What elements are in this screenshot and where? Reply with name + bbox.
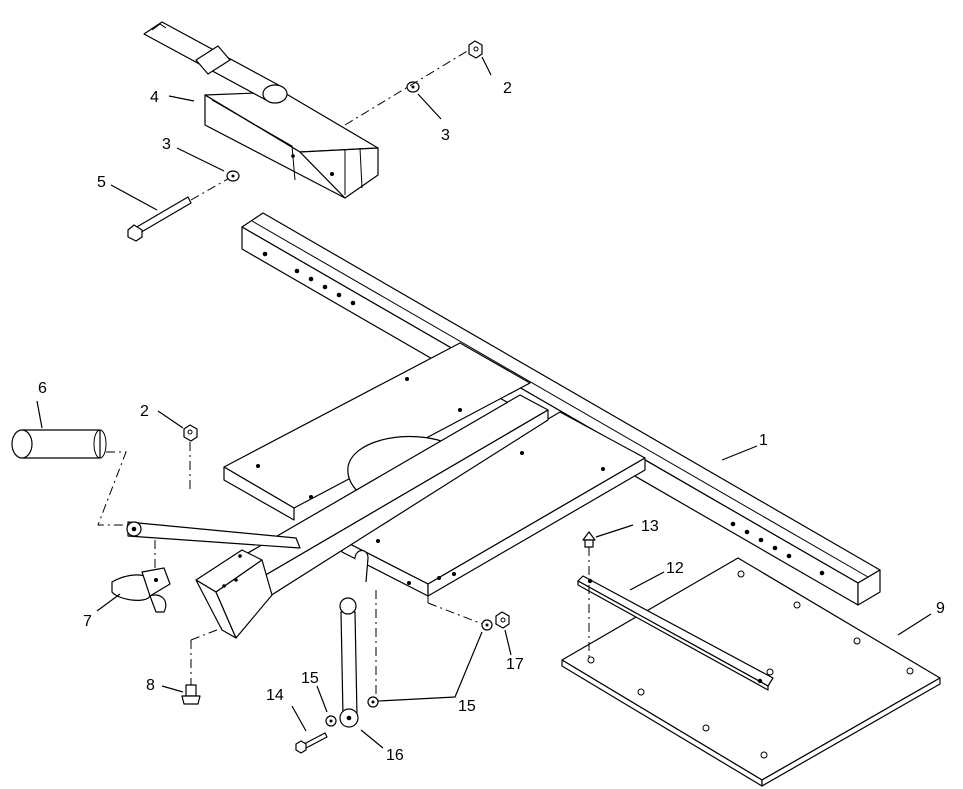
small-bolt bbox=[295, 732, 328, 754]
washer-lower bbox=[226, 170, 240, 182]
washer-upper bbox=[406, 81, 420, 93]
callout-6: 6 bbox=[38, 380, 47, 397]
callout-15-right: 15 bbox=[458, 698, 476, 715]
leader-lines bbox=[36, 56, 932, 749]
callout-4: 4 bbox=[150, 89, 159, 106]
nut-upper bbox=[468, 40, 483, 59]
main-frame bbox=[195, 212, 881, 639]
callout-9: 9 bbox=[936, 600, 945, 617]
bolt bbox=[127, 175, 234, 242]
callout-3-right: 3 bbox=[441, 127, 450, 144]
callout-16: 16 bbox=[386, 747, 404, 764]
callouts: 4 3 5 2 3 6 2 7 8 1 13 12 9 14 15 15 16 … bbox=[38, 80, 945, 764]
spacer-right bbox=[367, 696, 379, 708]
callout-2-left: 2 bbox=[140, 403, 149, 420]
callout-3-left: 3 bbox=[162, 136, 171, 153]
spacer-left bbox=[325, 715, 337, 727]
nut-right bbox=[495, 611, 510, 629]
stud-bolt bbox=[181, 627, 223, 705]
callout-15-left: 15 bbox=[301, 670, 319, 687]
callout-2-top: 2 bbox=[503, 80, 512, 97]
lever-rod bbox=[126, 521, 301, 549]
callout-1: 1 bbox=[759, 432, 768, 449]
callout-7: 7 bbox=[83, 613, 92, 630]
clamp bbox=[111, 567, 171, 613]
spacer-upper bbox=[481, 619, 493, 631]
strap bbox=[577, 575, 774, 691]
lever-bracket bbox=[143, 21, 379, 199]
callout-5: 5 bbox=[97, 174, 106, 191]
grip-handle bbox=[11, 429, 107, 459]
callout-12: 12 bbox=[666, 560, 684, 577]
callout-17: 17 bbox=[506, 656, 524, 673]
push-rivet bbox=[582, 531, 596, 660]
nut-left bbox=[183, 424, 198, 442]
callout-8: 8 bbox=[146, 677, 155, 694]
callout-13: 13 bbox=[641, 518, 659, 535]
link-arm bbox=[339, 549, 369, 728]
callout-14: 14 bbox=[266, 687, 284, 704]
